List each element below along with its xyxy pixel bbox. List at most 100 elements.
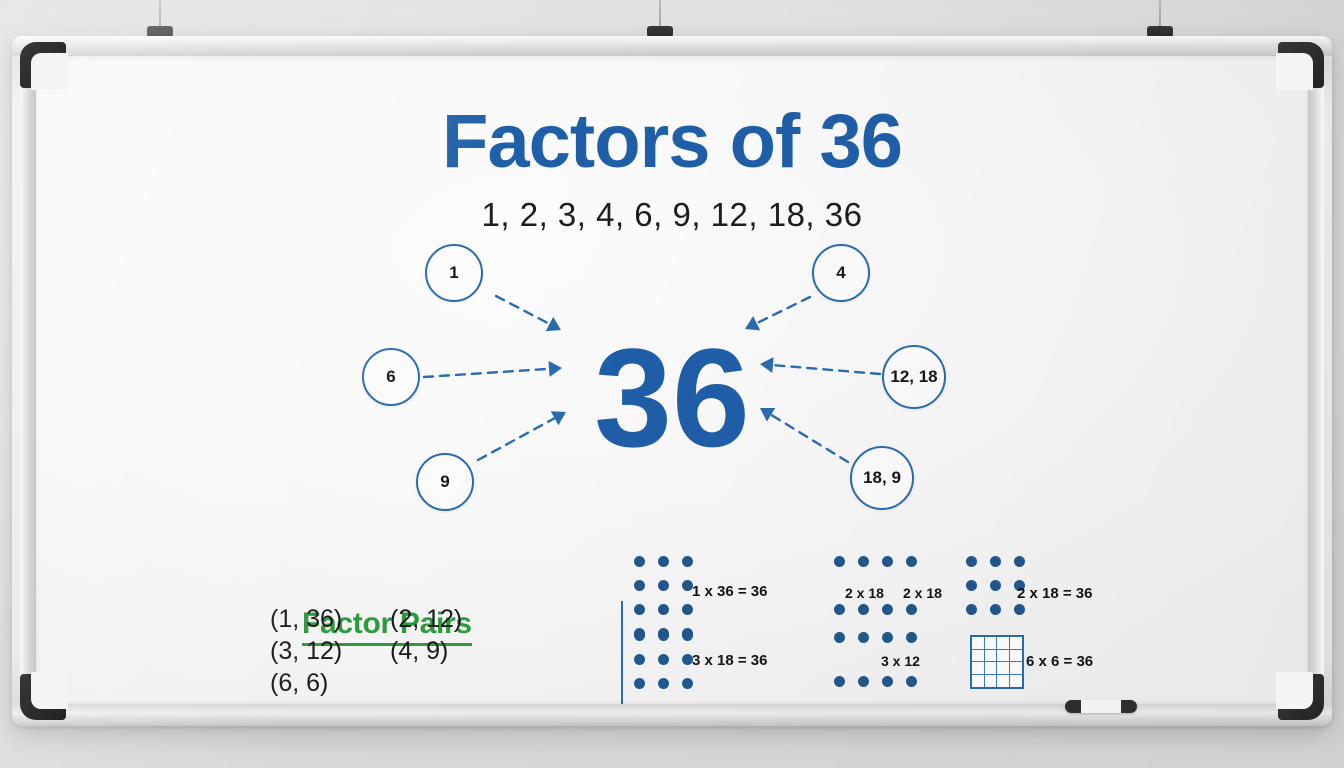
array-dot — [1014, 556, 1025, 567]
factor-pair: (1, 36) — [270, 605, 343, 633]
frame-rail-right — [1308, 54, 1324, 706]
array-dot — [858, 604, 869, 615]
array-dot — [966, 556, 977, 567]
array-dot — [834, 604, 845, 615]
equation-label: 2 x 18 = 36 — [1017, 585, 1093, 602]
array-dot — [990, 580, 1001, 591]
array-dot — [906, 632, 917, 643]
frame-corner-top-left — [20, 42, 68, 90]
grid-cell — [997, 674, 1010, 687]
array-dot — [658, 556, 669, 567]
equation-label: 3 x 12 — [881, 653, 920, 669]
equation-label: 3 x 18 = 36 — [692, 652, 768, 669]
wire-mount — [1147, 26, 1173, 39]
section-divider — [621, 601, 623, 704]
array-dot — [858, 632, 869, 643]
array-dot — [906, 676, 917, 687]
array-dot — [634, 556, 645, 567]
factor-node-9[interactable]: 9 — [416, 453, 474, 511]
factor-node-18-9[interactable]: 18, 9 — [850, 446, 914, 510]
frame-corner-top-right — [1276, 42, 1324, 90]
equation-label: 1 x 36 = 36 — [692, 583, 768, 600]
array-dot — [634, 604, 645, 615]
arrow-line-4 — [755, 295, 812, 325]
array-dot — [990, 556, 1001, 567]
array-dot — [858, 556, 869, 567]
array-dot — [634, 630, 645, 641]
array-dot — [682, 580, 693, 591]
whiteboard-surface: Factors of 36 1, 2, 3, 4, 6, 9, 12, 18, … — [36, 56, 1308, 704]
frame-rail-left — [20, 54, 36, 706]
factor-node-12-18[interactable]: 12, 18 — [882, 345, 946, 409]
array-dot — [658, 580, 669, 591]
array-dot — [1014, 604, 1025, 615]
grid-cell — [984, 662, 997, 675]
grid-cell — [972, 662, 985, 675]
grid-cell — [1010, 675, 1023, 688]
grid-cell — [1009, 650, 1022, 662]
array-dot — [882, 676, 893, 687]
factor-pair: (3, 12) — [270, 637, 343, 665]
factor-pair: (4, 9) — [390, 637, 449, 665]
array-dot — [834, 676, 845, 687]
equation-label: 6 x 6 = 36 — [1026, 653, 1094, 670]
factor-pair: (6, 6) — [270, 669, 329, 697]
array-dot — [682, 556, 693, 567]
array-dot — [858, 676, 869, 687]
factor-node-6[interactable]: 6 — [362, 348, 420, 406]
grid-cell — [1009, 637, 1022, 650]
grid-cell — [997, 649, 1010, 662]
array-dot — [882, 604, 893, 615]
array-dot — [906, 604, 917, 615]
equation-label: 2 x 18 — [903, 585, 942, 601]
array-dot — [682, 654, 693, 665]
array-dot — [966, 580, 977, 591]
hanging-wire — [159, 0, 161, 36]
array-dot — [682, 630, 693, 641]
whiteboard-frame: Factors of 36 1, 2, 3, 4, 6, 9, 12, 18, … — [12, 36, 1332, 726]
factor-pair: (2, 12) — [390, 605, 463, 633]
array-dot — [990, 604, 1001, 615]
array-dot — [658, 630, 669, 641]
array-dot — [834, 632, 845, 643]
grid-cell — [1009, 662, 1022, 675]
hanging-wire — [1159, 0, 1161, 36]
array-dot — [882, 632, 893, 643]
array-dot — [658, 654, 669, 665]
grid-cell — [972, 637, 985, 650]
hanging-wire — [659, 0, 661, 36]
array-dot — [1014, 580, 1025, 591]
grid-cell — [984, 649, 997, 662]
equation-label: 2 x 18 — [845, 585, 884, 601]
factor-node-1[interactable]: 1 — [425, 244, 483, 302]
grid-cell — [972, 649, 985, 662]
array-dot — [834, 556, 845, 567]
wire-mount — [147, 26, 173, 39]
array-dot — [634, 580, 645, 591]
wire-mount — [647, 26, 673, 39]
array-dot — [682, 678, 693, 689]
whiteboard-marker[interactable] — [1065, 700, 1137, 713]
grid-cell — [985, 674, 997, 687]
grid-cell — [972, 674, 985, 687]
grid-cell — [984, 637, 997, 650]
factors-list: 1, 2, 3, 4, 6, 9, 12, 18, 36 — [481, 196, 863, 233]
factor-pairs-heading: Factor Pairs — [302, 607, 472, 646]
center-number: 36 — [594, 319, 750, 476]
frame-corner-bottom-right — [1276, 672, 1324, 720]
grid-cell — [997, 662, 1010, 675]
grid-cell — [997, 637, 1010, 650]
array-dot — [906, 556, 917, 567]
array-dot — [658, 604, 669, 615]
array-dot — [634, 654, 645, 665]
array-dot — [682, 604, 693, 615]
board-content: Factors of 36 1, 2, 3, 4, 6, 9, 12, 18, … — [36, 56, 1308, 704]
array-dot — [658, 678, 669, 689]
array-dot — [966, 604, 977, 615]
page-title: Factors of 36 — [441, 99, 903, 184]
factor-node-4[interactable]: 4 — [812, 244, 870, 302]
array-dot — [634, 678, 645, 689]
grid-square-6x6 — [970, 635, 1024, 689]
frame-corner-bottom-left — [20, 672, 68, 720]
